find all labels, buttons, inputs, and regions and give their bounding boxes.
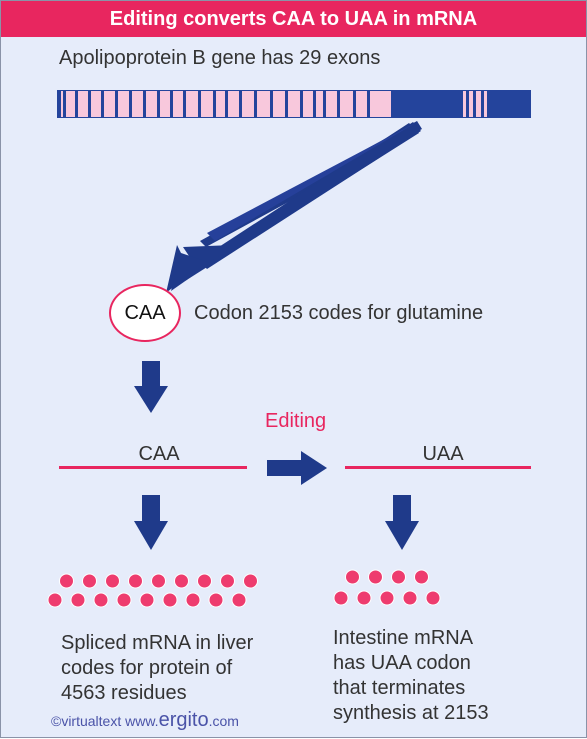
- protein-bead: [391, 569, 406, 585]
- liver-caption-line-2: codes for protein of: [61, 657, 233, 679]
- exon-stripe: [353, 90, 356, 118]
- credit-site: ergito: [158, 709, 209, 731]
- protein-bead: [197, 573, 212, 589]
- exon-block: [391, 90, 463, 118]
- right-codon-label: UAA: [422, 443, 464, 465]
- credit-prefix: ©virtualtext www.: [51, 713, 159, 729]
- protein-bead: [185, 592, 201, 608]
- codon-note: Codon 2153 codes for glutamine: [194, 302, 484, 324]
- gene-exon-map: [57, 90, 531, 118]
- liver-protein-chain: [47, 573, 258, 608]
- codon-bubble: CAA: [109, 284, 181, 342]
- protein-bead: [231, 592, 247, 608]
- liver-caption-line-1: Spliced mRNA in liver: [61, 632, 254, 654]
- protein-bead: [379, 590, 395, 606]
- intestine-protein-chain: [333, 569, 441, 606]
- exon-stripe: [239, 90, 242, 118]
- protein-bead: [220, 573, 235, 589]
- exon-stripe: [183, 90, 186, 118]
- intestine-mrna-line: [345, 466, 531, 469]
- protein-bead: [243, 573, 258, 589]
- editing-label: Editing: [265, 410, 327, 432]
- liver-caption-line-3: 4563 residues: [61, 682, 187, 704]
- protein-bead: [93, 592, 109, 608]
- left-codon-label: CAA: [138, 443, 180, 465]
- exon-stripe: [57, 90, 61, 118]
- exon-stripe: [300, 90, 303, 118]
- exon-stripe: [270, 90, 273, 118]
- protein-bead: [402, 590, 418, 606]
- exon-stripe: [115, 90, 118, 118]
- protein-bead: [128, 573, 143, 589]
- protein-bead: [70, 592, 86, 608]
- protein-bead: [345, 569, 360, 585]
- exon-stripe: [101, 90, 104, 118]
- protein-bead: [414, 569, 429, 585]
- intestine-caption-line-4: synthesis at 2153: [333, 702, 489, 724]
- credit-line[interactable]: ©virtualtext www.ergito.com: [51, 709, 239, 732]
- protein-bead: [174, 573, 189, 589]
- exon-stripe: [75, 90, 78, 118]
- exon-stripe: [63, 90, 66, 118]
- protein-bead: [105, 573, 120, 589]
- protein-bead: [162, 592, 178, 608]
- protein-bead: [333, 590, 349, 606]
- exon-stripe: [481, 90, 484, 118]
- protein-bead: [82, 573, 97, 589]
- credit-suffix: .com: [208, 713, 239, 729]
- exon-stripe: [285, 90, 288, 118]
- protein-bead: [47, 592, 63, 608]
- exon-stripe: [254, 90, 257, 118]
- down-arrow-intestine: [385, 495, 419, 550]
- exon-stripe: [466, 90, 469, 118]
- protein-bead: [139, 592, 155, 608]
- exon-stripe: [323, 90, 326, 118]
- exon-stripe: [337, 90, 340, 118]
- exon-stripe: [143, 90, 146, 118]
- intestine-caption-line-2: has UAA codon: [333, 652, 471, 674]
- exon-stripe: [367, 90, 370, 118]
- protein-bead: [368, 569, 383, 585]
- exon-stripe: [157, 90, 160, 118]
- title-banner: Editing converts CAA to UAA in mRNA: [1, 1, 586, 37]
- exon-stripe: [313, 90, 316, 118]
- exon-stripe: [213, 90, 216, 118]
- protein-bead: [151, 573, 166, 589]
- exon-block: [487, 90, 531, 118]
- exon-stripe: [198, 90, 201, 118]
- protein-bead: [208, 592, 224, 608]
- down-arrow-1: [134, 361, 168, 413]
- exon-stripe: [473, 90, 476, 118]
- intestine-caption-line-3: that terminates: [333, 677, 466, 699]
- exon-stripe: [170, 90, 173, 118]
- protein-bead: [59, 573, 74, 589]
- exon-stripe: [129, 90, 132, 118]
- protein-bead: [425, 590, 441, 606]
- protein-bead: [356, 590, 372, 606]
- liver-mrna-line: [59, 466, 247, 469]
- exon-stripe: [88, 90, 91, 118]
- diagonal-arrow: [166, 121, 422, 293]
- exon-stripe: [225, 90, 228, 118]
- protein-bead: [116, 592, 132, 608]
- editing-arrow: [267, 451, 327, 485]
- gene-label: Apolipoprotein B gene has 29 exons: [59, 47, 381, 69]
- down-arrow-liver: [134, 495, 168, 550]
- intestine-caption-line-1: Intestine mRNA: [333, 627, 474, 649]
